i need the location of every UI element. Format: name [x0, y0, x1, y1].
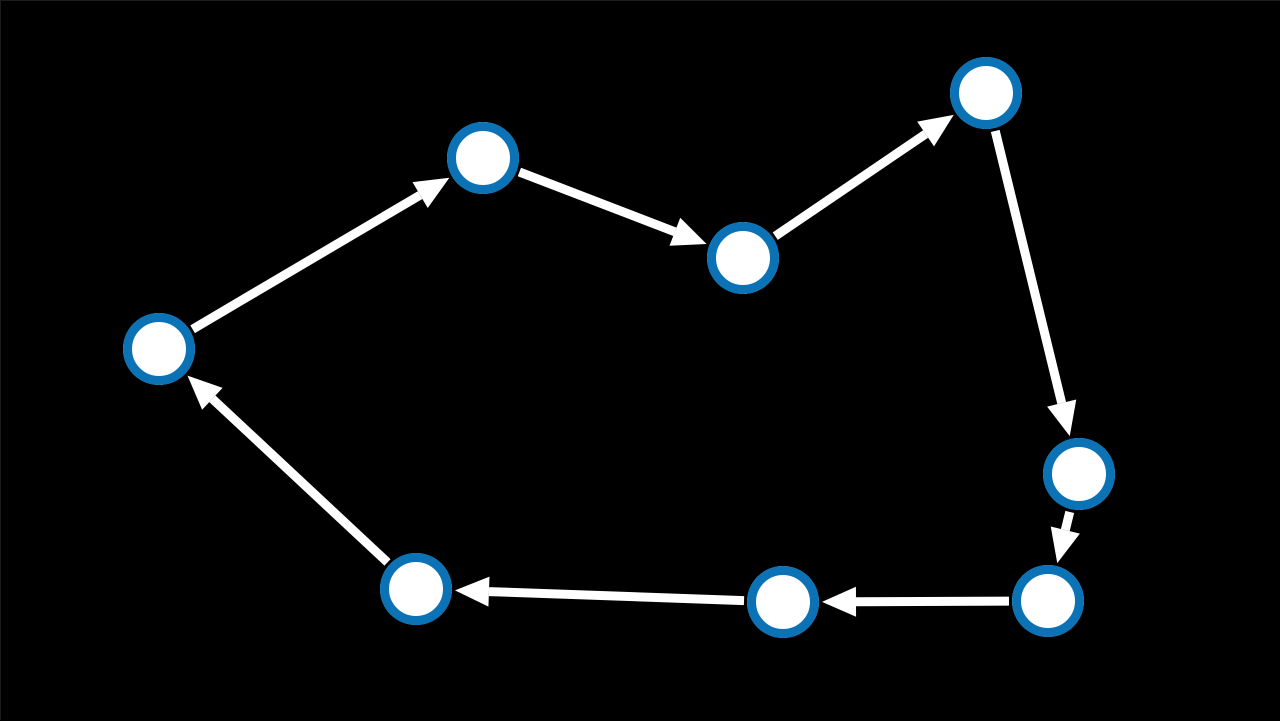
node-ring — [447, 122, 519, 194]
edge-line — [855, 596, 1010, 607]
node-ring — [707, 222, 779, 294]
graph-edge[interactable] — [190, 177, 450, 334]
edges-layer — [187, 114, 1080, 617]
graph-node[interactable] — [747, 566, 819, 638]
graph-node[interactable] — [1012, 565, 1084, 637]
graph-node[interactable] — [950, 57, 1022, 129]
edge-arrowhead-icon — [821, 586, 857, 617]
graph-node[interactable] — [123, 313, 195, 385]
edge-arrowhead-icon — [454, 576, 490, 607]
graph-node[interactable] — [447, 122, 519, 194]
edge-line — [488, 587, 745, 606]
edge-line — [1060, 510, 1075, 532]
edge-line — [209, 395, 391, 566]
graph-node[interactable] — [380, 553, 452, 625]
graph-node[interactable] — [707, 222, 779, 294]
graph-edge[interactable] — [821, 586, 1010, 617]
edge-arrowhead-icon — [669, 217, 707, 246]
edge-line — [990, 129, 1067, 405]
graph-edge[interactable] — [772, 114, 954, 240]
node-ring — [380, 553, 452, 625]
graph-edge[interactable] — [517, 167, 707, 246]
node-ring — [1012, 565, 1084, 637]
edge-line — [772, 130, 929, 240]
graph-edge[interactable] — [454, 576, 745, 607]
edge-arrowhead-icon — [412, 177, 450, 208]
node-ring — [1043, 438, 1115, 510]
edge-line — [190, 191, 423, 334]
node-ring — [747, 566, 819, 638]
graph-edge[interactable] — [990, 129, 1077, 437]
node-ring — [950, 57, 1022, 129]
edge-arrowhead-icon — [187, 375, 223, 410]
nodes-layer — [123, 57, 1115, 638]
node-ring — [123, 313, 195, 385]
edge-arrowhead-icon — [1050, 526, 1080, 564]
edge-arrowhead-icon — [917, 114, 954, 147]
graph-edge[interactable] — [187, 375, 391, 566]
graph-node[interactable] — [1043, 438, 1115, 510]
graph-edge[interactable] — [1050, 510, 1080, 564]
edge-arrowhead-icon — [1047, 399, 1077, 437]
edge-line — [517, 167, 677, 236]
